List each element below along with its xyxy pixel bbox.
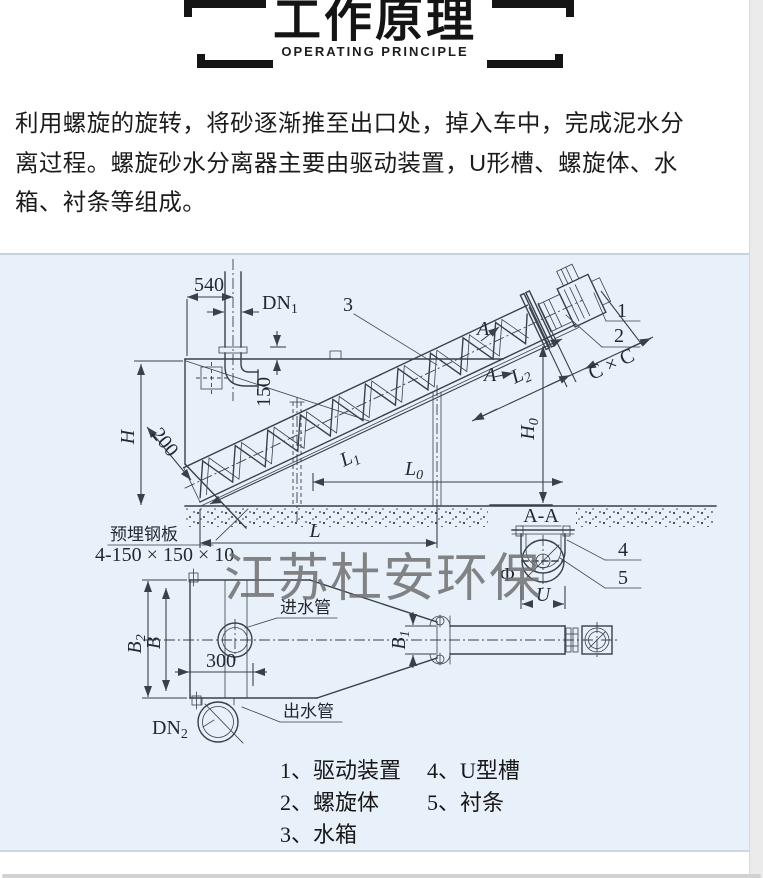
dim-cxc: C × C	[585, 344, 638, 384]
legend-item: 1、驱动装置	[280, 758, 402, 783]
dim-b2: B2	[124, 634, 149, 653]
drive-motor	[537, 263, 612, 333]
technical-drawing: H 540 DN1 150 200 L1	[95, 259, 717, 744]
dim-b1: B1	[388, 630, 413, 649]
dim-200: 200	[147, 424, 183, 461]
intro-line: 箱、衬条等组成。	[15, 189, 207, 215]
watermark-text: 江苏杜安环保	[224, 550, 542, 608]
dim-300: 300	[206, 650, 236, 672]
dim-l: L	[308, 520, 320, 542]
ground-hatch	[576, 508, 713, 527]
ground-hatch	[185, 508, 488, 527]
dim-dn1: DN1	[262, 292, 298, 317]
intro-line: 利用螺旋的旋转，将砂逐渐推至出口处，掉入车中，完成泥水分	[15, 110, 685, 136]
u-trough-liner	[525, 533, 562, 568]
inlet-pipe-plan	[217, 619, 253, 661]
dim-dn2: DN2	[152, 717, 188, 742]
main-elevation-view	[182, 259, 717, 529]
support-leg	[432, 385, 442, 522]
callout-2: 2	[614, 325, 624, 347]
dim-h0: H0	[517, 418, 542, 440]
callout-1: 1	[617, 300, 627, 322]
page-subtitle: OPERATING PRINCIPLE	[281, 44, 469, 60]
dim-l1: L1	[336, 444, 364, 475]
dim-l2: L2	[507, 361, 535, 392]
dim-u: U	[536, 584, 552, 606]
intro-paragraph: 利用螺旋的旋转，将砂逐渐推至出口处，掉入车中，完成泥水分 离过程。螺旋砂水分离器…	[15, 104, 750, 223]
label-outlet-pipe: 出水管	[283, 702, 334, 721]
diagram-panel: H 540 DN1 150 200 L1	[0, 253, 750, 852]
section-title-aa: A-A	[523, 505, 559, 527]
outlet-pipe-plan	[197, 697, 244, 744]
support-bracket	[196, 362, 227, 394]
page-right-edge	[749, 0, 763, 878]
section-marker-a-bottom: A	[482, 364, 497, 386]
section-marker-a-top: A	[475, 318, 490, 340]
legend-column-1: 1、驱动装置 2、螺旋体 3、水箱	[280, 755, 401, 851]
title-bracket-top-right	[492, 0, 574, 17]
legend-item: 5、衬条	[427, 790, 505, 815]
section-a-a: A-A 4 5 Φ	[489, 504, 642, 609]
page-title: 工作原理	[272, 0, 477, 47]
dim-540: 540	[194, 274, 224, 296]
dim-l0: L0	[404, 458, 423, 483]
legend-item: 4、U型槽	[427, 758, 520, 783]
dim-b: B	[143, 637, 165, 649]
dim-phi: Φ	[500, 564, 515, 586]
callout-3: 3	[343, 294, 353, 316]
level-marker	[329, 350, 342, 360]
callout-5: 5	[618, 567, 628, 589]
legend-item: 3、水箱	[280, 822, 358, 847]
legend-item: 2、螺旋体	[280, 790, 380, 815]
title-bracket-bottom-right	[487, 54, 563, 68]
ground	[184, 505, 717, 527]
dim-150: 150	[253, 377, 275, 407]
note-embedded-plate-line1: 预埋钢板	[110, 525, 178, 544]
title-bracket-top-left	[184, 0, 266, 17]
legend-column-2: 4、U型槽 5、衬条	[427, 755, 520, 819]
dim-h: H	[117, 428, 139, 445]
page-bottom-shadow	[2, 874, 761, 878]
section-header: 工作原理 OPERATING PRINCIPLE	[0, 0, 750, 59]
intro-line: 离过程。螺旋砂水分离器主要由驱动装置，U形槽、螺旋体、水	[15, 149, 678, 176]
label-inlet-pipe: 进水管	[280, 598, 331, 617]
plan-view: 进水管 DN2 出水管 B2	[124, 568, 618, 744]
title-bracket-bottom-left	[197, 54, 273, 68]
callout-4: 4	[618, 539, 628, 561]
note-embedded-plate-line2: 4-150 × 150 × 10	[95, 544, 234, 566]
